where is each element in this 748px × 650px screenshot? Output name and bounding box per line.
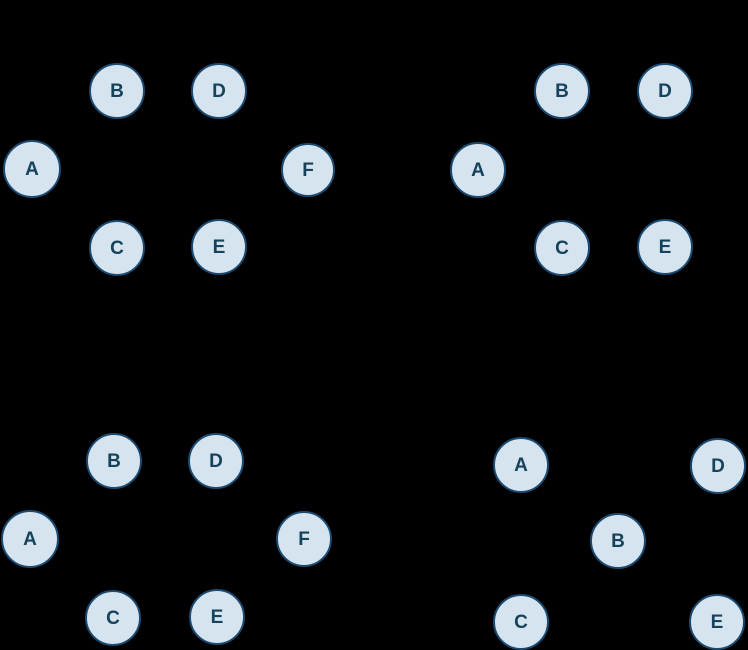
graph-node-label: B (555, 80, 569, 102)
graph-node-label: E (212, 236, 226, 258)
graph-node-label: D (212, 80, 226, 102)
graph-node-d[interactable]: D (690, 438, 746, 494)
graph-node-e[interactable]: E (637, 219, 693, 275)
graph-node-label: A (23, 528, 37, 550)
graph-node-a[interactable]: A (493, 437, 549, 493)
graph-node-label: F (298, 528, 310, 550)
graph-node-label: D (209, 450, 223, 472)
graph-node-label: C (110, 237, 124, 259)
graph-node-c[interactable]: C (493, 594, 549, 650)
graph-node-b[interactable]: B (590, 513, 646, 569)
graph-node-c[interactable]: C (85, 590, 141, 646)
graph-node-label: C (514, 611, 528, 633)
graph-node-label: C (106, 607, 120, 629)
graph-node-c[interactable]: C (89, 220, 145, 276)
graph-node-label: E (710, 611, 724, 633)
graph-node-a[interactable]: A (1, 510, 59, 568)
graph-node-label: D (658, 80, 672, 102)
graph-node-d[interactable]: D (637, 63, 693, 119)
graph-node-e[interactable]: E (689, 594, 745, 650)
graph-node-d[interactable]: D (191, 63, 247, 119)
graph-node-e[interactable]: E (191, 219, 247, 275)
graph-node-c[interactable]: C (534, 220, 590, 276)
graph-node-a[interactable]: A (3, 140, 61, 198)
graph-node-label: B (110, 80, 124, 102)
graph-node-label: A (25, 158, 39, 180)
graph-node-a[interactable]: A (450, 142, 506, 198)
graph-node-label: E (658, 236, 672, 258)
graph-node-b[interactable]: B (89, 63, 145, 119)
graph-node-d[interactable]: D (188, 433, 244, 489)
graph-node-label: C (555, 237, 569, 259)
graph-node-f[interactable]: F (281, 143, 335, 197)
graph-node-label: B (611, 530, 625, 552)
graph-node-label: A (514, 454, 528, 476)
graph-node-label: F (302, 159, 314, 181)
graph-node-f[interactable]: F (276, 511, 332, 567)
graph-node-e[interactable]: E (189, 589, 245, 645)
graph-node-label: D (711, 455, 725, 477)
graph-node-label: A (471, 159, 485, 181)
graph-node-b[interactable]: B (534, 63, 590, 119)
graph-node-label: B (107, 450, 121, 472)
graph-node-label: E (210, 606, 224, 628)
graph-node-b[interactable]: B (86, 433, 142, 489)
